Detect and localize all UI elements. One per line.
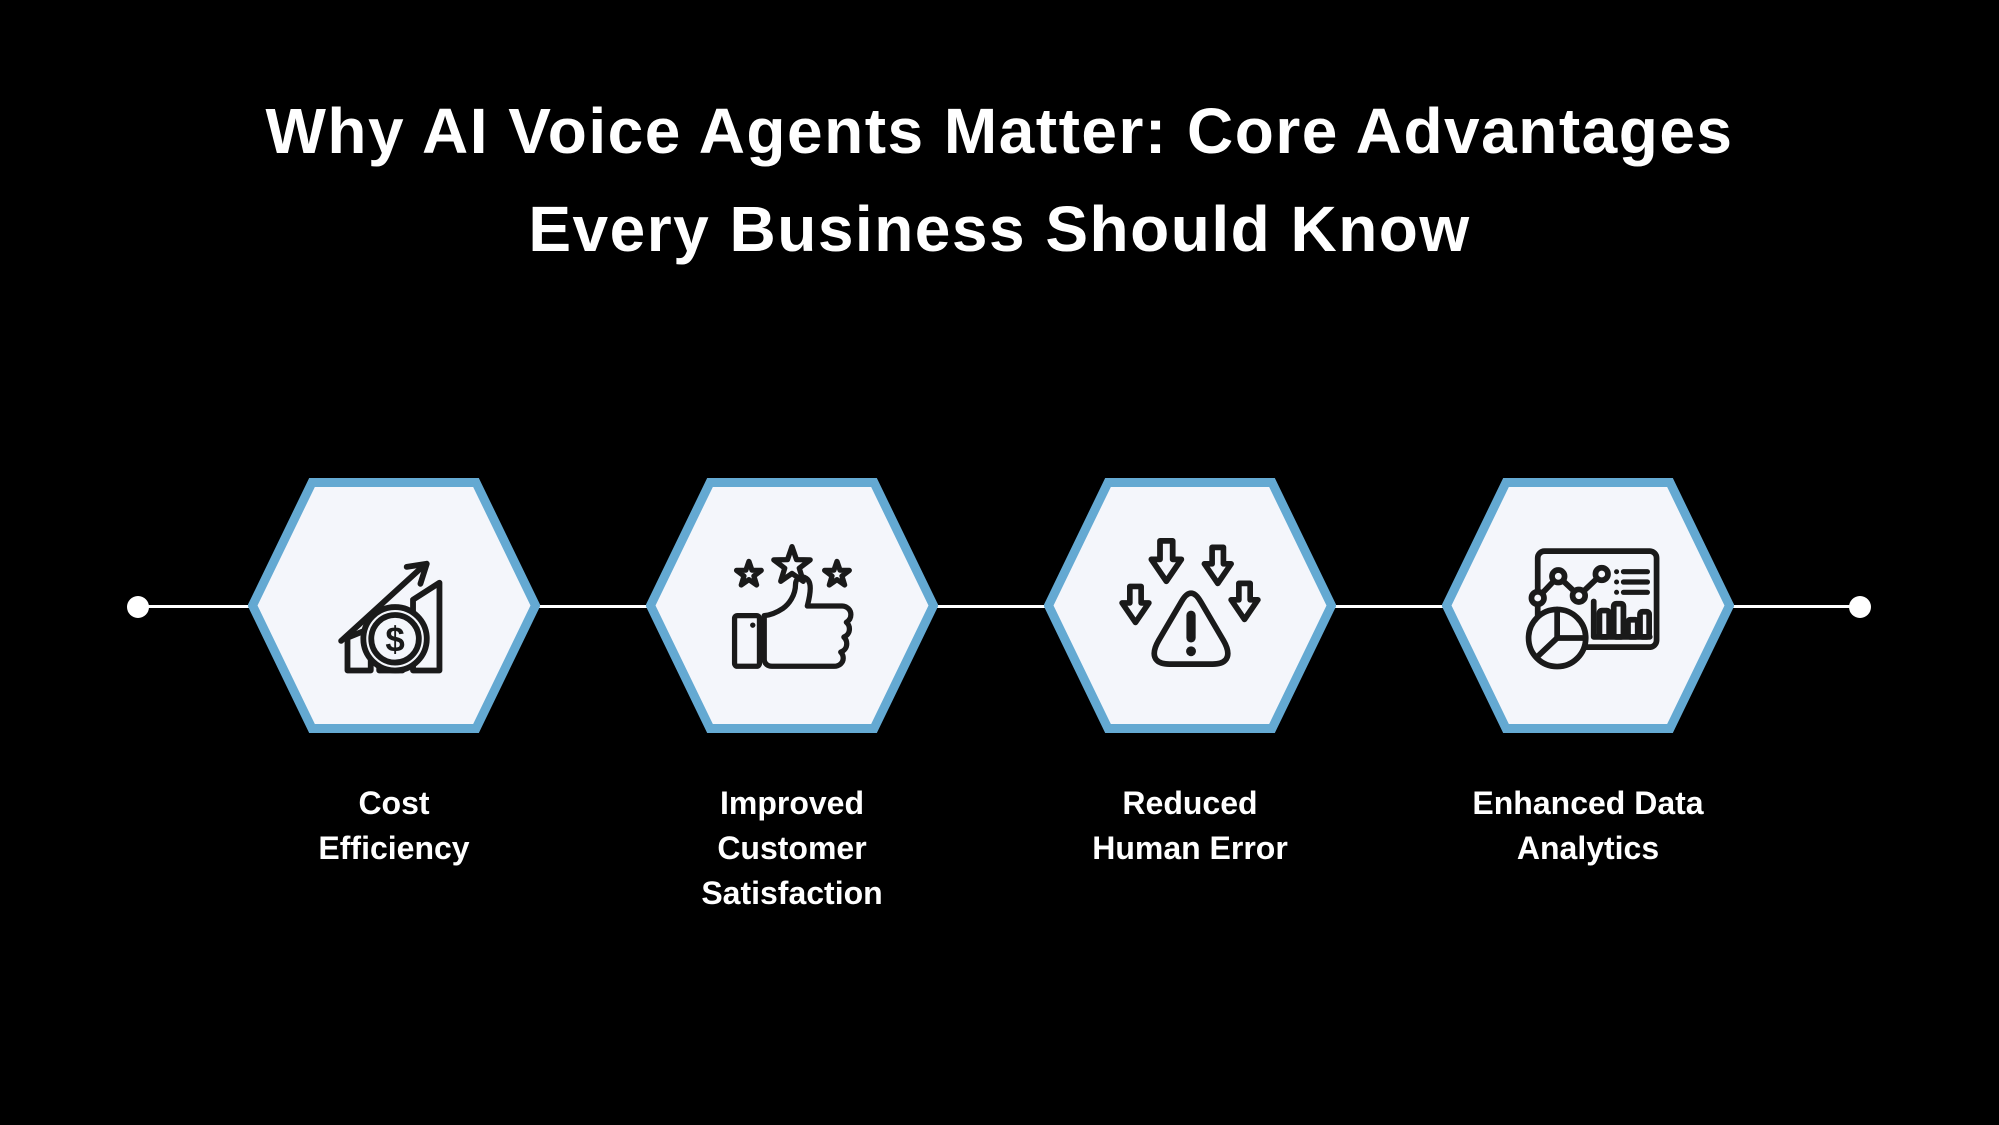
hexagon-shape — [1441, 478, 1735, 733]
connector-endpoint-right-dot — [1849, 596, 1871, 618]
step-cost-efficiency: $ Cost Efficiency — [247, 478, 541, 866]
page-title: Why AI Voice Agents Matter: Core Advanta… — [265, 95, 1734, 265]
hexagon-reduced-human-error — [1043, 478, 1337, 733]
hexagon-shape — [645, 478, 939, 733]
dollar-sign-glyph: $ — [385, 620, 404, 659]
customer-satisfaction-icon — [731, 539, 854, 669]
hexagon-customer-satisfaction — [645, 478, 939, 733]
connector-endpoint-left-dot — [127, 596, 149, 618]
step-data-analytics: Enhanced Data Analytics — [1441, 478, 1735, 866]
step-reduced-human-error: Reduced Human Error — [1043, 478, 1337, 866]
hexagon-shape — [1043, 478, 1337, 733]
reduced-human-error-icon — [1118, 534, 1262, 667]
connector-line — [138, 605, 1860, 608]
hexagon-data-analytics — [1441, 478, 1735, 733]
step-label: Enhanced Data Analytics — [1472, 785, 1704, 866]
cost-efficiency-icon: $ — [338, 560, 443, 673]
hexagon-cost-efficiency: $ — [247, 478, 541, 733]
data-analytics-icon — [1525, 547, 1660, 669]
step-label: Improved Customer Satisfaction — [701, 785, 883, 911]
step-customer-satisfaction: Improved Customer Satisfaction — [645, 478, 939, 911]
step-label: Reduced Human Error — [1092, 785, 1288, 866]
step-label: Cost Efficiency — [318, 785, 470, 866]
